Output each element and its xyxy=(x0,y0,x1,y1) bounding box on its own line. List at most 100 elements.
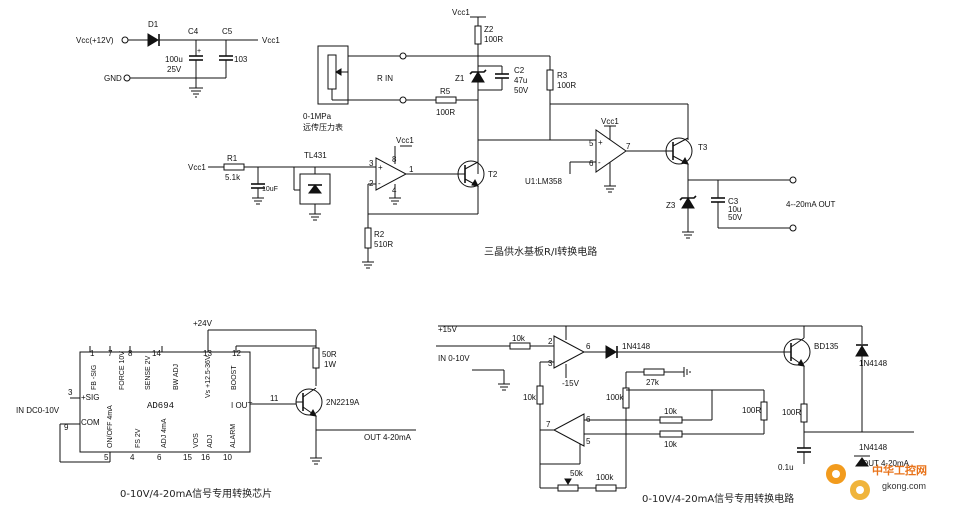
u1a-minus: - xyxy=(378,179,381,188)
r50k-label: 50k xyxy=(570,469,584,478)
ad694-label-alarm: ALARM xyxy=(230,424,237,448)
resistor-10k-c xyxy=(659,416,683,424)
ad694-label-adj4: ADJ 4mA xyxy=(161,418,168,448)
pressure-sensor-box xyxy=(317,45,349,105)
gnd-input-label: GND xyxy=(104,74,122,83)
ad694-pin-3: 3 xyxy=(68,388,73,397)
r2-value: 510R xyxy=(374,240,393,249)
resistor-r3 xyxy=(546,69,554,91)
ad694-pin-10: 10 xyxy=(223,453,232,462)
vcc1-label-b: Vcc1 xyxy=(452,8,470,17)
br-caption: 0-10V/4-20mA信号专用转换电路 xyxy=(642,492,794,505)
resistor-z2 xyxy=(474,25,482,45)
diode-d1 xyxy=(147,33,160,47)
br-input-label: IN 0-10V xyxy=(438,354,470,363)
opamp-upper-pin3: 3 xyxy=(548,359,553,368)
ad694-pin-6: 6 xyxy=(157,453,162,462)
discrete-circuit: +15V IN 0-10V 10k 2 3 6 10k -15V 1N4148 xyxy=(436,325,914,505)
ad694-label-bw: BW ADJ xyxy=(173,364,180,390)
ad694-pin-4: 4 xyxy=(130,453,135,462)
pressure-sensor-section: R IN 0-1MPa 远传压力表 R5 100R xyxy=(303,45,478,132)
top-caption: 三晶供水基板R/I转换电路 xyxy=(484,245,597,258)
r10k-b-label: 10k xyxy=(523,393,537,402)
ad694-pin-8: 8 xyxy=(128,349,133,358)
ad694-pin-15: 15 xyxy=(183,453,192,462)
minus15-label: -15V xyxy=(562,379,580,388)
opamp-u1b xyxy=(595,129,627,173)
resistor-27k xyxy=(643,368,665,376)
tl431-label: TL431 xyxy=(304,151,327,160)
gnd-input-terminal[interactable] xyxy=(123,74,131,82)
out-label: 4--20mA OUT xyxy=(786,200,835,209)
opamp-lower xyxy=(552,413,585,447)
ad694-pin-9: 9 xyxy=(64,423,69,432)
u1a-pin1: 1 xyxy=(409,165,414,174)
ground-symbol-a xyxy=(189,87,203,98)
ad694-caption: 0-10V/4-20mA信号专用转换芯片 xyxy=(120,487,272,500)
ad694-pin-7: 7 xyxy=(108,349,113,358)
z3-label: Z3 xyxy=(666,201,676,210)
r50-value-1: 50R xyxy=(322,350,337,359)
opamp-upper-pin2: 2 xyxy=(548,337,553,346)
u1b-pin6: 6 xyxy=(589,159,594,168)
vcc1-label-c: Vcc1 xyxy=(601,117,619,126)
rin-terminal-top[interactable] xyxy=(399,52,407,60)
r10k-d-label: 10k xyxy=(664,440,678,449)
ad694-chip xyxy=(79,351,251,453)
cap-01u-label: 0.1u xyxy=(778,463,794,472)
r5-value: 100R xyxy=(436,108,455,117)
top-circuit: Vcc(+12V) D1 C4 C5 Vcc1 + 100u 25V xyxy=(76,8,835,269)
ad694-top-pins: 1 7 8 14 13 12 FB -SIG FORCE 10V SENSE 2… xyxy=(89,345,316,398)
resistor-50k xyxy=(557,484,579,492)
plus24-label: +24V xyxy=(193,319,213,328)
ad694-input-label: IN DC0-10V xyxy=(16,406,60,415)
u1b-pin7: 7 xyxy=(626,142,631,151)
resistor-r5 xyxy=(435,96,457,104)
d2-br-label: 1N4148 xyxy=(859,359,888,368)
c3-value-1: 10u xyxy=(728,205,741,214)
c2-value-2: 50V xyxy=(514,86,529,95)
t3-output-stage: T3 Z3 C3 10u 50V 4--20mA OUT xyxy=(664,137,835,239)
z2-label: Z2 xyxy=(484,25,494,34)
resistor-10k-a xyxy=(509,342,531,350)
out-terminal-top[interactable] xyxy=(789,176,797,184)
r1-value: 5.1k xyxy=(225,173,241,182)
resistor-100k-b xyxy=(595,484,617,492)
r27k-label: 27k xyxy=(646,378,660,387)
zener-z3 xyxy=(679,195,697,209)
vcc-input-label: Vcc(+12V) xyxy=(76,36,114,45)
vcc-input-terminal[interactable] xyxy=(121,36,129,44)
ad694-pin-1: 1 xyxy=(90,349,95,358)
reference-section: Vcc1 R1 5.1k 10uF TL431 xyxy=(188,136,498,269)
sensor-range-label: 0-1MPa xyxy=(303,112,332,121)
logo-url: gkong.com xyxy=(882,481,926,491)
out-terminal-bottom[interactable] xyxy=(789,224,797,232)
ad694-pin-12: 12 xyxy=(232,349,241,358)
resistor-100r-b xyxy=(800,403,808,423)
d1-br-label: 1N4148 xyxy=(622,342,651,351)
zener-z1 xyxy=(469,69,487,83)
resistor-10k-b xyxy=(536,385,544,405)
c2-value-1: 47u xyxy=(514,76,527,85)
ad694-sig: +SIG xyxy=(81,393,99,402)
resistor-r1 xyxy=(223,163,245,171)
gkong-logo[interactable]: 中华工控网 gkong.com xyxy=(826,463,927,500)
r3-label: R3 xyxy=(557,71,568,80)
ad694-out-label: OUT 4-20mA xyxy=(364,433,412,442)
t3-label: T3 xyxy=(698,143,708,152)
power-input-section: Vcc(+12V) D1 C4 C5 Vcc1 + 100u 25V xyxy=(76,20,280,98)
r10k-a-label: 10k xyxy=(512,334,526,343)
opamp-upper-pin6: 6 xyxy=(586,342,591,351)
r100k-b-label: 100k xyxy=(596,473,614,482)
ad694-label-vos: VOS xyxy=(193,433,200,448)
c3-value-2: 50V xyxy=(728,213,743,222)
opamp-lower-pin5: 5 xyxy=(586,437,591,446)
rin-terminal-bottom[interactable] xyxy=(399,96,407,104)
resistor-100r-a xyxy=(760,401,768,421)
opamp-u1a xyxy=(375,157,408,191)
ad694-label-sense: SENSE 2V xyxy=(145,355,152,390)
r100k-a-label: 100k xyxy=(606,393,624,402)
r5-label: R5 xyxy=(440,87,451,96)
c3-label: C3 xyxy=(728,197,739,206)
sensor-name-label: 远传压力表 xyxy=(303,122,343,132)
